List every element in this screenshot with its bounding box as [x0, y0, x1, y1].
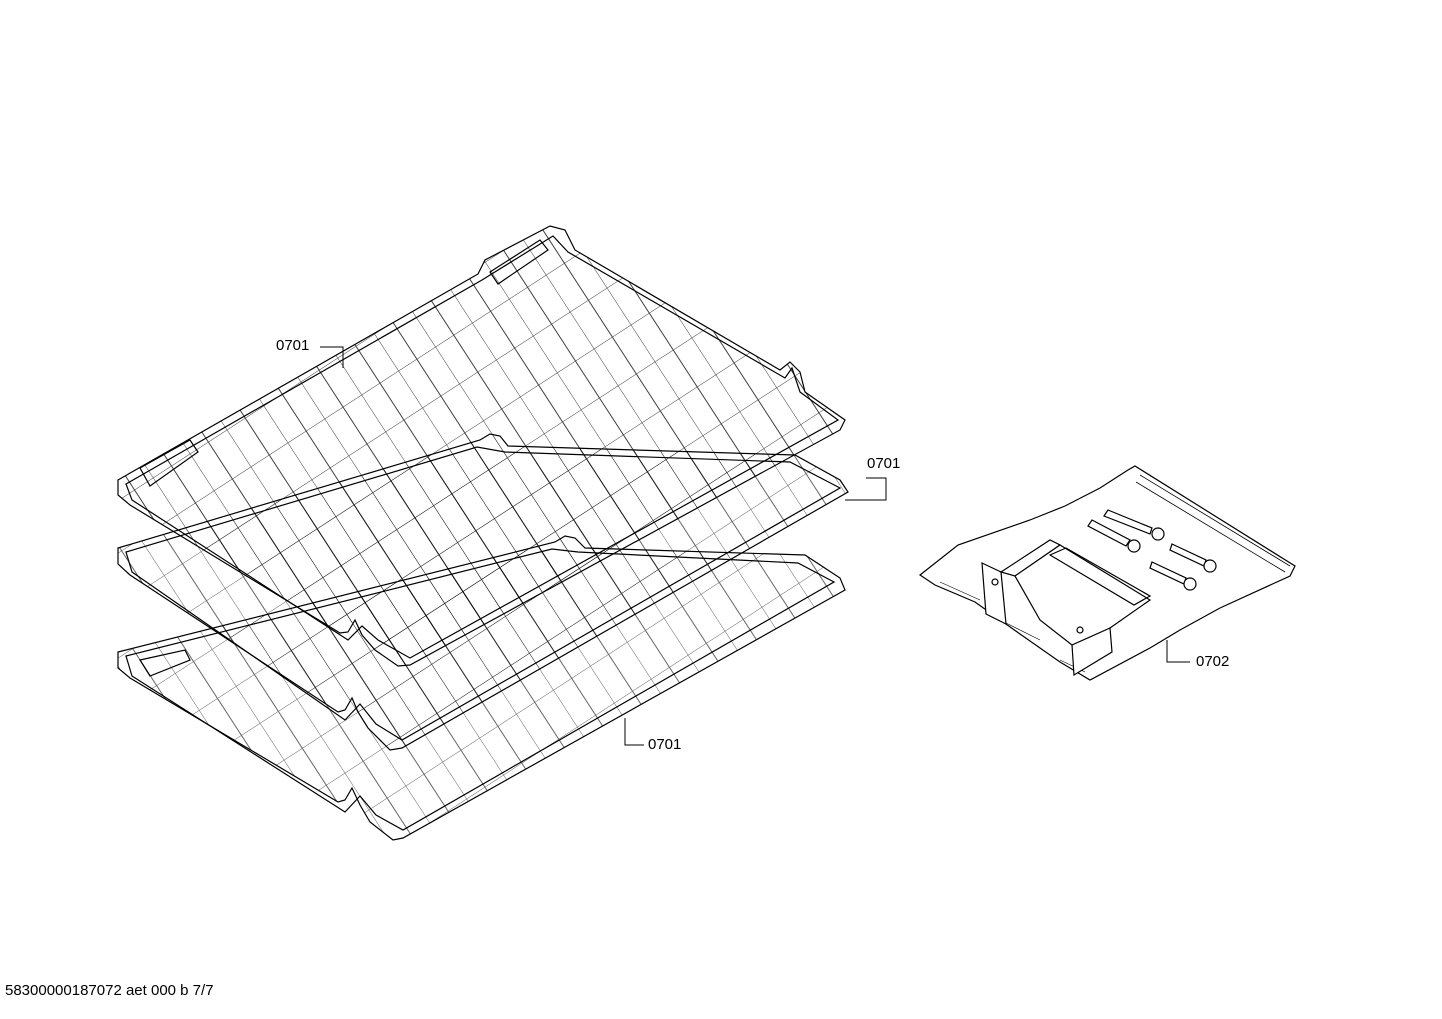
leader-0702 [1166, 640, 1190, 663]
callout-label-0701-middle: 0701 [867, 455, 901, 472]
rack-top [117, 225, 846, 667]
callout-label-0701-bottom: 0701 [648, 736, 682, 753]
screw [1169, 543, 1217, 573]
document-reference: 58300000187072 aet 000 b 7/7 [5, 982, 214, 999]
leader-0701-bottom [624, 718, 644, 746]
screw [1149, 561, 1197, 591]
leader-0701-middle [845, 477, 887, 501]
mounting-kit-bag [918, 465, 1296, 681]
callout-label-0701-top: 0701 [276, 337, 310, 354]
screw [1087, 519, 1141, 553]
leader-0701-top [320, 346, 344, 368]
callout-label-0702: 0702 [1196, 653, 1230, 670]
leader-lines [320, 346, 1190, 746]
screw [1103, 509, 1165, 541]
